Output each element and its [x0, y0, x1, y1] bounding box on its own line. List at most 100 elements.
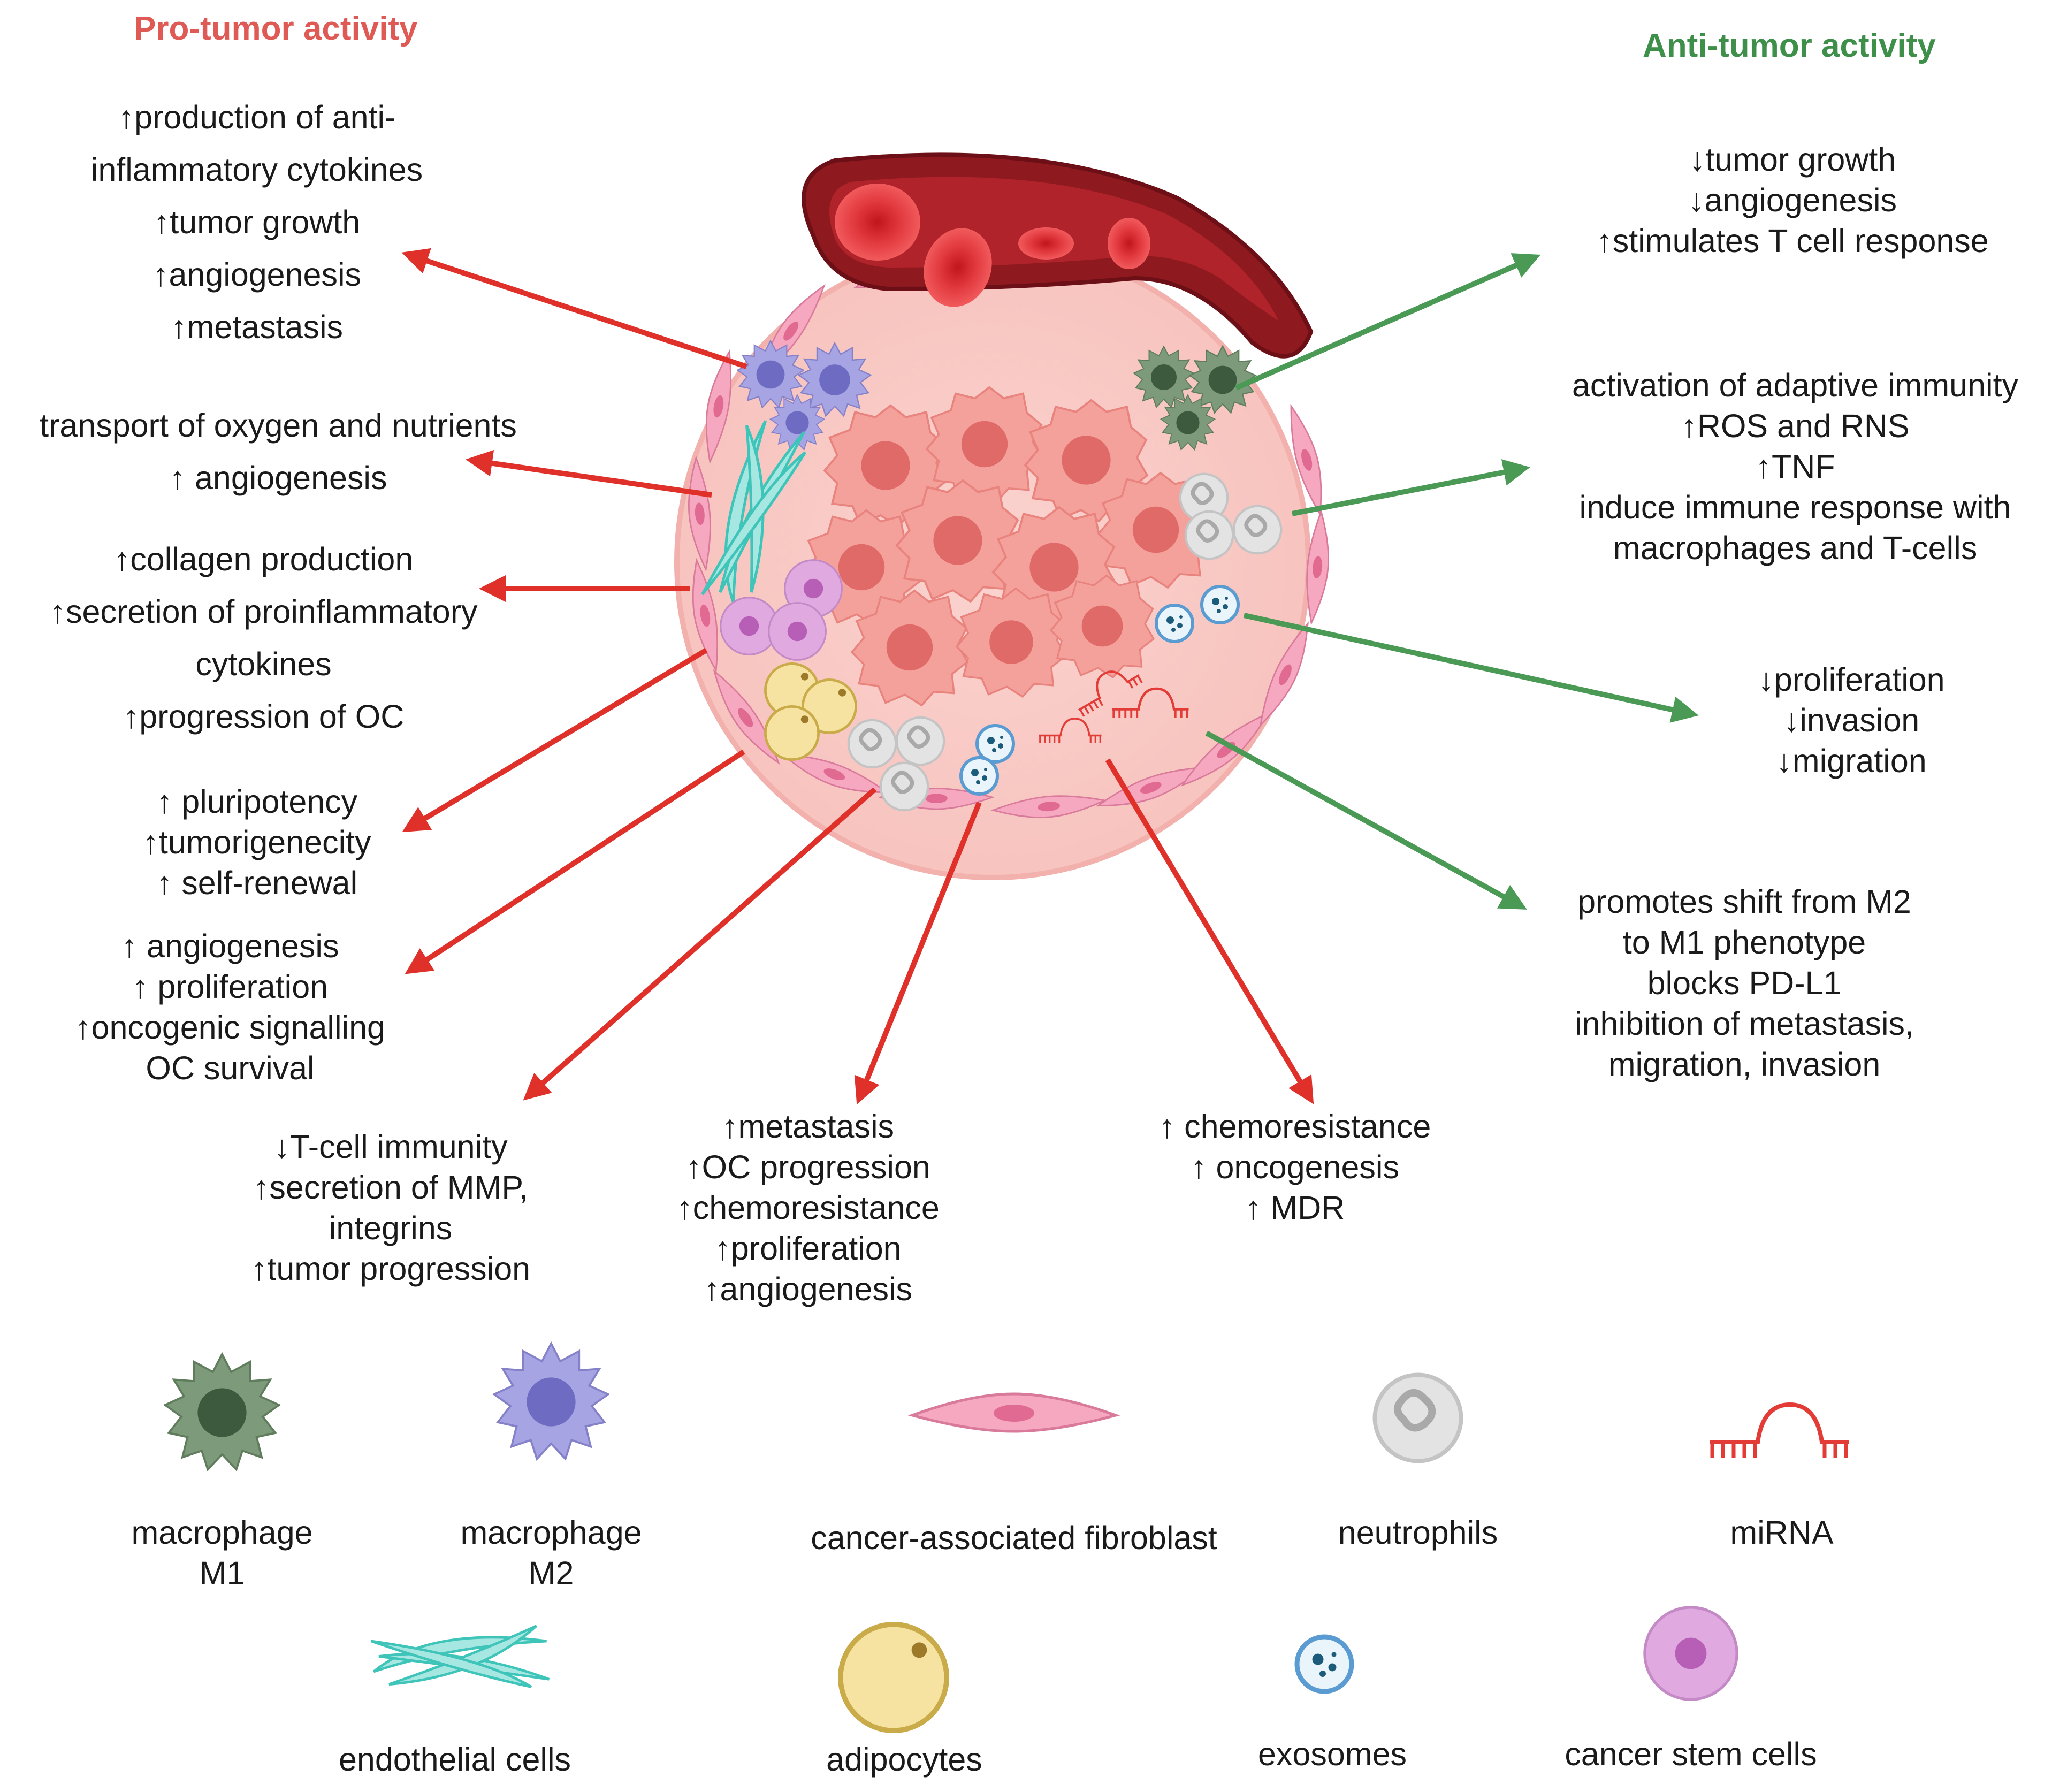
effect-line: ↑ROS and RNS: [1681, 408, 1910, 444]
macrophage-m2-icon: [493, 1342, 609, 1460]
anti-effect-macrophage-m1: ↓tumor growth ↓angiogenesis ↑stimulates …: [1552, 139, 2033, 261]
anti-tumor-heading: Anti-tumor activity: [1643, 27, 1936, 64]
pro-tumor-heading: Pro-tumor activity: [134, 10, 418, 47]
effect-line: ↑metastasis: [170, 309, 344, 345]
effect-line: ↑tumorigenecity: [142, 824, 371, 860]
arrow-m1-to-anti: [1234, 253, 1541, 391]
legend-line: adipocytes: [826, 1741, 982, 1778]
exosome-icon: [1297, 1637, 1352, 1691]
effect-line: ↑ proliferation: [132, 969, 329, 1005]
effect-line: to M1 phenotype: [1622, 924, 1866, 960]
legend-label-mirna: miRNA: [1675, 1512, 1889, 1553]
effect-line: ↓T-cell immunity: [273, 1128, 508, 1165]
effect-line: induce immune response with: [1579, 489, 2011, 525]
legend-line: cancer stem cells: [1565, 1736, 1817, 1772]
effect-line: transport of oxygen and nutrients: [40, 407, 517, 444]
pro-effect-mirna: ↑ chemoresistance ↑ oncogenesis ↑ MDR: [1140, 1106, 1450, 1228]
effect-line: ↑OC progression: [685, 1149, 930, 1185]
effect-line: ↑collagen production: [113, 541, 414, 577]
pro-effect-endothelial: transport of oxygen and nutrients ↑ angi…: [0, 399, 556, 504]
effect-line: ↓proliferation: [1758, 661, 1945, 698]
effect-line: ↑ chemoresistance: [1158, 1108, 1431, 1145]
effect-line: cytokines: [195, 646, 332, 682]
effect-line: integrins: [329, 1210, 453, 1246]
legend-label-exosomes: exosomes: [1225, 1734, 1439, 1774]
effect-line: activation of adaptive immunity: [1572, 367, 2019, 403]
arrow-neutrophils-to-anti: [1292, 459, 1530, 516]
effect-line: ↑progression of OC: [123, 698, 405, 735]
fibroblast-icon: [912, 1394, 1116, 1431]
legend-label-adipocytes: adipocytes: [787, 1739, 1022, 1780]
legend-line: miRNA: [1730, 1514, 1834, 1551]
legend-line: cancer-associated fibroblast: [811, 1520, 1217, 1556]
effect-line: inhibition of metastasis,: [1574, 1005, 1914, 1042]
effect-line: ↑ angiogenesis: [169, 460, 387, 496]
effect-line: inflammatory cytokines: [90, 151, 423, 188]
effect-line: ↑proliferation: [714, 1230, 902, 1267]
pro-tumor-arrows: [401, 248, 1314, 1105]
anti-effect-exosomes: ↓proliferation ↓invasion ↓migration: [1702, 659, 2001, 781]
effect-line: ↑ self-renewal: [156, 865, 358, 901]
effect-line: ↑oncogenic signalling: [75, 1009, 385, 1046]
effect-line: ↑ angiogenesis: [121, 928, 339, 964]
legend-label-endothelial: endothelial cells: [300, 1739, 610, 1780]
effect-line: ↓migration: [1776, 743, 1927, 779]
adipocyte-icon: [841, 1625, 947, 1730]
legend-line: neutrophils: [1338, 1514, 1498, 1551]
cancer-stem-cell-icon: [1645, 1607, 1737, 1699]
pro-effect-cancer-stem: ↑ pluripotency ↑tumorigenecity ↑ self-re…: [96, 781, 417, 903]
legend-label-macrophage-m1: macrophage M1: [110, 1512, 334, 1593]
anti-tumor-arrows: [1205, 253, 1699, 910]
tumor-microenvironment: [674, 243, 1334, 880]
effect-line: ↑secretion of MMP,: [253, 1169, 529, 1206]
effect-line: ↑metastasis: [721, 1108, 895, 1145]
effect-line: promotes shift from M2: [1577, 883, 1911, 920]
effect-line: ↑ oncogenesis: [1191, 1149, 1399, 1185]
blood-vessel: [802, 152, 1314, 359]
legend-label-cancer-stem: cancer stem cells: [1536, 1734, 1846, 1774]
effect-line: macrophages and T-cells: [1613, 530, 1978, 566]
arrow-adipocytes-to-pro: [405, 749, 745, 974]
legend-line: endothelial cells: [338, 1741, 571, 1778]
mirna-icon: [1710, 1405, 1849, 1458]
anti-effect-neutrophils: activation of adaptive immunity ↑ROS and…: [1541, 365, 2049, 568]
arrow-exosomes-to-pro: [854, 802, 982, 1105]
arrow-mirna-to-anti: [1205, 730, 1527, 910]
legend-label-caf: cancer-associated fibroblast: [771, 1518, 1257, 1558]
pro-effect-adipocytes: ↑ angiogenesis ↑ proliferation ↑oncogeni…: [48, 926, 412, 1088]
effect-line: ↑angiogenesis: [152, 256, 361, 293]
arrow-m2-to-pro: [401, 248, 747, 369]
arrow-csc-to-pro: [402, 647, 708, 833]
effect-line: ↑secretion of proinflammatory: [49, 593, 478, 630]
effect-line: blocks PD-L1: [1647, 965, 1842, 1001]
effect-line: ↑stimulates T cell response: [1596, 223, 1989, 259]
effect-line: OC survival: [146, 1050, 315, 1086]
pro-effect-caf: ↑collagen production ↑secretion of proin…: [16, 533, 511, 743]
legend-line: macrophage: [460, 1514, 642, 1551]
legend-line: M1: [199, 1555, 245, 1591]
anti-effect-mirna: promotes shift from M2 to M1 phenotype b…: [1530, 881, 1958, 1085]
effect-line: ↑TNF: [1755, 448, 1835, 485]
arrow-endothelial-to-pro: [466, 449, 712, 498]
effect-line: ↑ MDR: [1245, 1189, 1345, 1226]
legend-label-macrophage-m2: macrophage M2: [439, 1512, 663, 1593]
effect-line: ↑tumor progression: [250, 1250, 531, 1287]
effect-line: ↑chemoresistance: [676, 1189, 940, 1226]
legend-line: macrophage: [131, 1514, 313, 1551]
legend-line: exosomes: [1257, 1736, 1407, 1772]
effect-line: ↓invasion: [1783, 702, 1920, 738]
arrow-exosomes-to-anti: [1243, 613, 1699, 723]
pro-effect-macrophage-m2: ↑production of anti- inflammatory cytoki…: [16, 91, 498, 353]
effect-line: ↓angiogenesis: [1688, 182, 1897, 218]
effect-line: ↑tumor growth: [153, 204, 361, 240]
neutrophil-icon: [1375, 1375, 1461, 1461]
effect-line: ↑ pluripotency: [156, 783, 358, 820]
effect-line: ↑angiogenesis: [703, 1271, 912, 1307]
effect-line: ↓tumor growth: [1689, 141, 1896, 178]
pro-effect-neutrophils: ↓T-cell immunity ↑secretion of MMP, inte…: [225, 1126, 556, 1289]
effect-line: ↑production of anti-: [118, 99, 396, 135]
endothelial-cells-icon: [371, 1626, 550, 1687]
pro-effect-exosomes: ↑metastasis ↑OC progression ↑chemoresist…: [642, 1106, 974, 1309]
